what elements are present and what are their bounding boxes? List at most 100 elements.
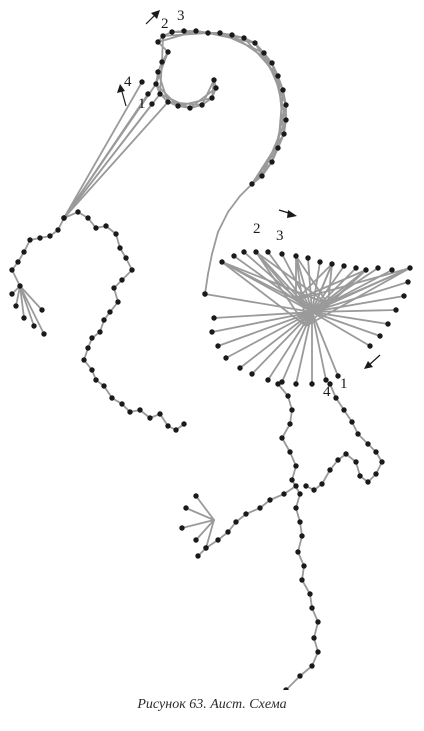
nail [379, 459, 385, 465]
nail [285, 393, 291, 399]
nail [297, 491, 303, 497]
nail [157, 91, 163, 97]
nail [241, 35, 247, 41]
nail [293, 505, 299, 511]
nail [165, 49, 171, 55]
head-spiral-thread [211, 79, 215, 99]
wing-fan-thread [305, 269, 367, 327]
nail [261, 50, 267, 56]
nail [147, 415, 153, 421]
nail [155, 39, 161, 45]
head-label-3: 3 [177, 8, 185, 24]
direction-arrow-head-left [117, 84, 127, 107]
nail [303, 483, 309, 489]
nail [231, 253, 237, 259]
nail [160, 33, 166, 39]
wing-fan-thread [295, 255, 329, 305]
thread-lines [11, 30, 411, 690]
nail [157, 411, 163, 417]
nail [107, 309, 113, 315]
wing-fan-thread [221, 261, 307, 327]
nail [179, 525, 185, 531]
beak-thread [63, 93, 161, 219]
nail [293, 253, 299, 259]
nail [85, 215, 91, 221]
nail [299, 533, 305, 539]
nail [363, 267, 369, 273]
nail [357, 473, 363, 479]
nail [183, 505, 189, 511]
nail [55, 227, 61, 233]
nail [335, 457, 341, 463]
head-spiral-thread [177, 97, 213, 107]
nail [259, 173, 265, 179]
nail [159, 59, 165, 65]
wing-fan-thread [255, 251, 329, 305]
nail [385, 321, 391, 327]
nail [327, 467, 333, 473]
nail [353, 265, 359, 271]
nail [193, 537, 199, 543]
nail [253, 249, 259, 255]
nail [101, 383, 107, 389]
nail [405, 279, 411, 285]
nail [175, 103, 181, 109]
nail [97, 329, 103, 335]
head-spiral-thread [161, 35, 164, 63]
left-fan-thread [19, 285, 25, 319]
nail [317, 259, 323, 265]
nail [187, 105, 193, 111]
nail [289, 477, 295, 483]
direction-arrow-wing-bottom [364, 354, 381, 369]
nail [323, 377, 329, 383]
nail [309, 605, 315, 611]
wing-fan-thread [243, 251, 313, 313]
wing-fan-thread [295, 255, 307, 327]
wing-fan-thread [311, 265, 345, 313]
nail [309, 663, 315, 669]
neck-thread [227, 195, 241, 213]
nail [275, 381, 281, 387]
nail [287, 421, 293, 427]
nail [249, 181, 255, 187]
nail [209, 95, 215, 101]
left-fan-thread [15, 285, 21, 307]
head-spiral-thread [162, 32, 209, 37]
nail [61, 215, 67, 221]
nail [209, 329, 215, 335]
nail [9, 267, 15, 273]
nail [341, 263, 347, 269]
nail [169, 29, 175, 35]
nail [123, 255, 129, 261]
nail [377, 333, 383, 339]
nail [407, 265, 413, 271]
wing-fan-thread [281, 253, 313, 313]
nail [145, 91, 151, 97]
nail [13, 303, 19, 309]
nail [293, 463, 299, 469]
nail [341, 407, 347, 413]
nail [237, 365, 243, 371]
nail [297, 673, 303, 679]
nail [299, 577, 305, 583]
head-label-1: 1 [138, 96, 146, 112]
nail [401, 293, 407, 299]
nail [329, 261, 335, 267]
wing-fan-thread [311, 311, 327, 381]
nail [27, 237, 33, 243]
nail [211, 77, 217, 83]
wing-fan-thread [327, 267, 411, 305]
nail [119, 401, 125, 407]
nail [205, 30, 211, 36]
nail [269, 60, 275, 66]
nail [301, 563, 307, 569]
nail [225, 529, 231, 535]
wing-fan-thread [225, 311, 313, 359]
wing-fan-thread [311, 311, 339, 377]
neck-thread [211, 231, 219, 255]
nail [297, 519, 303, 525]
nail [280, 87, 286, 93]
nail [193, 493, 199, 499]
nail [355, 431, 361, 437]
foot-fan-thread [195, 519, 215, 541]
